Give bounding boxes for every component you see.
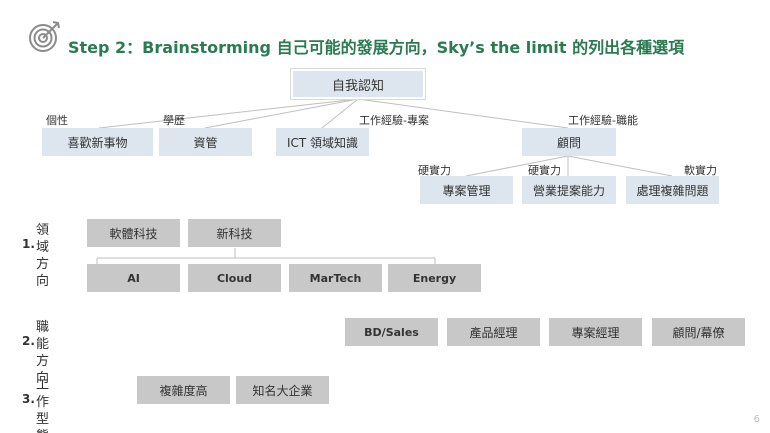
- branch-label-education: 學歷: [163, 114, 185, 127]
- node-complex-problems: 處理複雜問題: [626, 176, 719, 204]
- node-ict-knowledge: ICT 領域知識: [276, 128, 369, 156]
- section-2-label-text: 職能 方向: [36, 319, 49, 387]
- branch-label-function-experience: 工作經驗-職能: [568, 114, 638, 127]
- item-high-complexity: 複雜度高: [137, 376, 230, 404]
- branch-label-project-experience: 工作經驗-專案: [359, 114, 429, 127]
- item-product-manager: 產品經理: [447, 318, 540, 346]
- branch-label-personality: 個性: [46, 114, 68, 127]
- page-title: Step 2：Brainstorming 自己可能的發展方向，Sky’s the…: [68, 38, 685, 57]
- node-likes-new-things: 喜歡新事物: [42, 128, 153, 156]
- section-1-label-line-2: 方向: [36, 257, 50, 289]
- section-2-label-line-1: 職能: [36, 320, 50, 352]
- node-consultant: 顧問: [522, 128, 616, 156]
- item-energy: Energy: [388, 264, 481, 292]
- sub-label-soft-skill: 軟實力: [684, 164, 717, 177]
- page-number: 6: [753, 414, 760, 425]
- node-project-management: 專案管理: [420, 176, 513, 204]
- section-1-label-text: 領域 方向: [36, 222, 49, 290]
- item-project-manager: 專案經理: [549, 318, 642, 346]
- node-asset-management: 資管: [159, 128, 252, 156]
- item-bd-sales: BD/Sales: [345, 318, 438, 346]
- sub-label-hard-skill-2: 硬實力: [528, 164, 561, 177]
- section-2-number: 2.: [22, 334, 35, 348]
- target-icon: [29, 21, 60, 52]
- section-2-label-line-2: 方向: [36, 354, 50, 386]
- item-cloud: Cloud: [188, 264, 281, 292]
- root-node-self-awareness: 自我認知: [290, 68, 426, 100]
- node-sales-proposal: 營業提案能力: [522, 176, 616, 204]
- root-node-label: 自我認知: [293, 71, 423, 97]
- section-3-label-line-2: 型態: [36, 412, 50, 433]
- item-ai: AI: [87, 264, 180, 292]
- item-new-tech: 新科技: [188, 219, 281, 247]
- section-3-label-text: 工作 型態: [36, 377, 49, 433]
- item-famous-enterprise: 知名大企業: [236, 376, 329, 404]
- section-3-number: 3.: [22, 392, 35, 406]
- sub-label-hard-skill-1: 硬實力: [418, 164, 451, 177]
- section-3-label-line-1: 工作: [36, 378, 50, 410]
- section-1-number: 1.: [22, 237, 35, 251]
- item-consultant-staff: 顧問/幕僚: [652, 318, 745, 346]
- section-1-label-line-1: 領域: [36, 223, 50, 255]
- item-martech: MarTech: [289, 264, 382, 292]
- item-software-tech: 軟體科技: [87, 219, 180, 247]
